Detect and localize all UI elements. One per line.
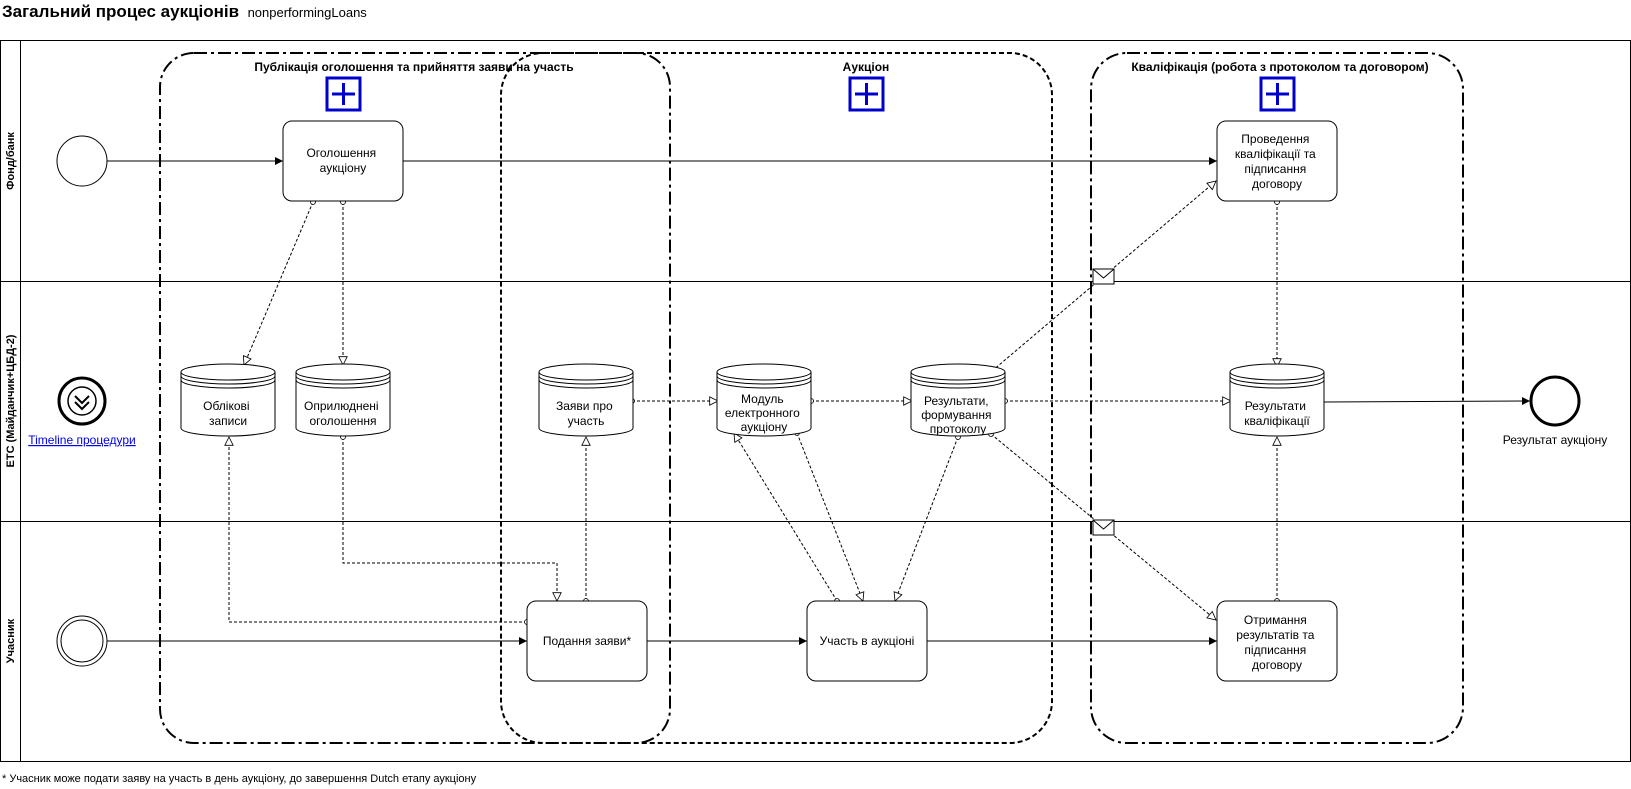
subprocess-marker-publication[interactable] — [325, 76, 362, 112]
task-announce[interactable]: Оголошення аукціону — [282, 120, 404, 202]
svg-text:ЕТС (Майданчик+ЦБД-2): ЕТС (Майданчик+ЦБД-2) — [5, 334, 17, 467]
svg-text:Участь в аукціоні: Участь в аукціоні — [820, 634, 915, 648]
group-publication: Публікація оголошення та прийняття заяви… — [159, 52, 671, 744]
datastore-results[interactable]: Результати, формування протоколу — [910, 363, 1006, 437]
svg-text:Аукціон: Аукціон — [843, 60, 890, 74]
flow-results-to-end — [1323, 397, 1531, 406]
start-event-participant[interactable] — [56, 615, 108, 667]
svg-text:Результати, формування: Результати, формування протоколу — [921, 394, 995, 436]
page-title: Загальний процес аукціонів — [2, 2, 240, 21]
svg-text:Оголошення аукціону: Оголошення аукціону — [306, 146, 379, 175]
lane-label-participant: Учасник — [5, 618, 17, 663]
envelope-icon — [1092, 268, 1115, 285]
svg-text:Фонд/банк: Фонд/банк — [5, 132, 17, 190]
datastore-records[interactable]: Облікові записи — [180, 363, 276, 437]
svg-text:Кваліфікація (робота з протоко: Кваліфікація (робота з протоколом та дог… — [1131, 60, 1428, 74]
svg-text:Модуль електронного: Модуль електронного аукціону — [725, 392, 803, 434]
datastore-qualification-results[interactable]: Результати кваліфікації — [1229, 363, 1325, 437]
subprocess-marker-qualification[interactable] — [1259, 76, 1296, 112]
svg-text:Заяви про участь: Заяви про участь — [556, 399, 616, 428]
svg-text:Отримання результатів та: Отримання результатів та підписання дого… — [1236, 613, 1318, 672]
diagram-title: Загальний процес аукціонів nonperforming… — [2, 2, 367, 22]
datastore-auction-module[interactable]: Модуль електронного аукціону — [716, 363, 812, 437]
svg-text:Публікація оголошення та прийн: Публікація оголошення та прийняття заяви… — [254, 60, 573, 74]
timeline-event[interactable] — [57, 376, 107, 426]
datastore-applications[interactable]: Заяви про участь — [538, 363, 634, 437]
page-subtitle: nonperformingLoans — [247, 5, 367, 20]
envelope-icon — [1092, 519, 1115, 536]
task-qualification[interactable]: Проведення кваліфікації та підписання до… — [1216, 120, 1338, 202]
start-event-fund[interactable] — [56, 135, 108, 187]
subprocess-marker-auction[interactable] — [848, 76, 885, 112]
task-apply[interactable]: Подання заяви* — [526, 600, 648, 682]
timeline-link[interactable]: Timeline процедури — [28, 433, 135, 447]
footnote: * Учасник може подати заяву на участь в … — [2, 773, 477, 785]
task-participate[interactable]: Участь в аукціоні — [806, 600, 928, 682]
svg-text:Оприлюднені оголошення: Оприлюднені оголошення — [304, 399, 382, 428]
svg-text:Учасник: Учасник — [5, 618, 17, 663]
group-qualification: Кваліфікація (робота з протоколом та дог… — [1090, 52, 1464, 744]
svg-text:Облікові записи: Облікові записи — [203, 399, 253, 428]
sequence-flows — [107, 157, 1531, 645]
lane-label-fund-bank: Фонд/банк — [5, 132, 17, 190]
svg-text:Подання заяви*: Подання заяви* — [543, 634, 632, 648]
end-event-label: Результат аукціону — [1503, 433, 1608, 447]
datastore-published[interactable]: Оприлюднені оголошення — [295, 363, 391, 437]
end-event-result[interactable]: Результат аукціону — [1503, 375, 1608, 447]
svg-text:Результати кваліфікації: Результати кваліфікації — [1244, 399, 1310, 428]
task-receive[interactable]: Отримання результатів та підписання дого… — [1216, 600, 1338, 682]
svg-text:Проведення кваліфікації: Проведення кваліфікації та підписання до… — [1235, 132, 1319, 191]
lane-label-ets: ЕТС (Майданчик+ЦБД-2) — [5, 334, 17, 467]
